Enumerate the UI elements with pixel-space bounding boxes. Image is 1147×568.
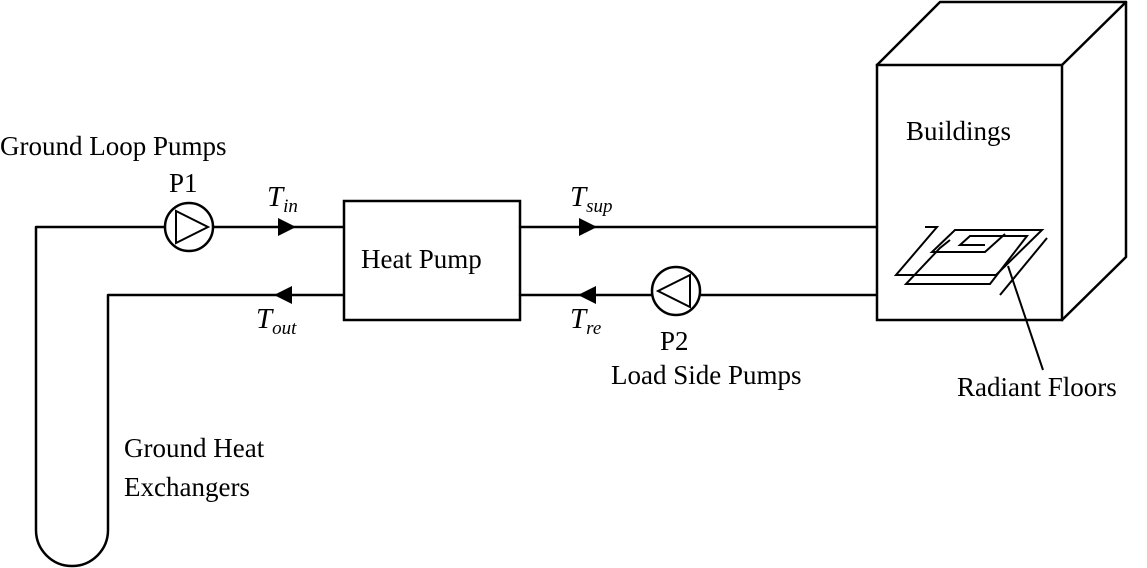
- label-p1: P1: [169, 168, 198, 198]
- label-t-out: Tout: [256, 303, 297, 339]
- label-radiant-floors: Radiant Floors: [957, 372, 1117, 402]
- building-front-face: [875, 63, 1064, 322]
- label-buildings: Buildings: [906, 116, 1011, 146]
- label-t-in: Tin: [267, 181, 298, 217]
- label-ground-loop-pumps: Ground Loop Pumps: [0, 131, 227, 161]
- building-top-face: [875, 0, 1128, 67]
- label-ground-heat-exchangers-line1: Ground Heat: [124, 433, 265, 463]
- pump-p1: [163, 201, 215, 253]
- pump-p2-casing: [650, 265, 702, 317]
- label-ground-heat-exchangers-line2: Exchangers: [124, 472, 250, 502]
- radiant-floor-coil-outlet: [999, 237, 1048, 296]
- pump-p2-impeller-icon: [655, 273, 691, 309]
- building-side-face: [1060, 0, 1128, 322]
- radiant-floor-coil-inner: [903, 235, 1030, 285]
- radiant-floor-coil: [893, 226, 1048, 296]
- ground-loop-supply-pipe: [34, 225, 346, 568]
- label-load-side-pumps: Load Side Pumps: [611, 360, 802, 390]
- flow-arrow-tsup: [579, 218, 597, 236]
- radiant-floor-coil-outer: [893, 226, 1045, 276]
- radiant-floors-leader: [1007, 265, 1044, 371]
- flow-arrow-tout: [274, 286, 292, 304]
- flow-arrow-tin: [278, 218, 296, 236]
- label-t-sup: Tsup: [570, 181, 613, 217]
- label-heat-pump: Heat Pump: [361, 244, 482, 274]
- pump-p2: [650, 265, 702, 317]
- flow-arrow-tre: [578, 286, 596, 304]
- label-p2: P2: [660, 326, 689, 356]
- label-t-re: Tre: [570, 303, 601, 339]
- building: [875, 0, 1128, 322]
- pump-p1-impeller-icon: [175, 209, 211, 245]
- heat-pump-box: [342, 199, 522, 322]
